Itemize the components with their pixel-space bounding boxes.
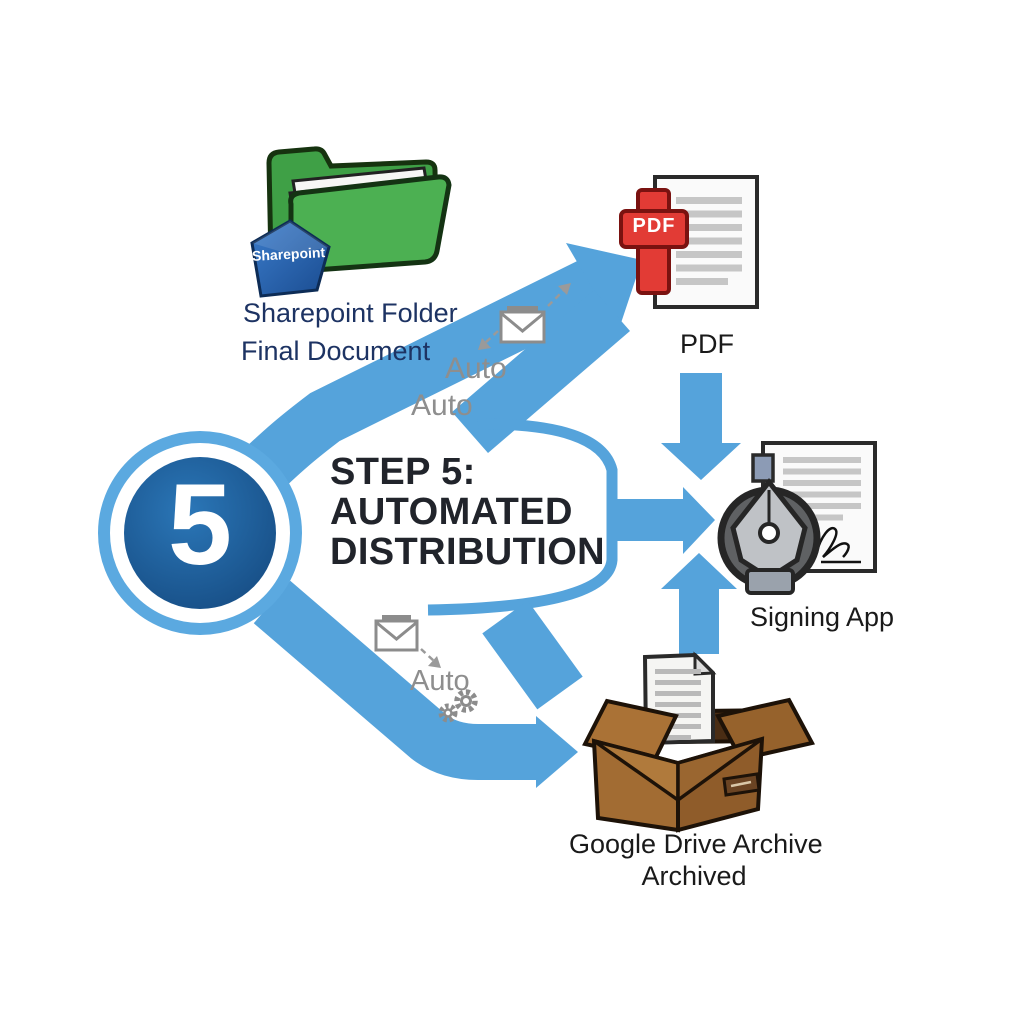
step-circle	[98, 431, 302, 635]
signature-icon	[814, 526, 861, 564]
arrow-bubble-to-signing	[613, 487, 715, 554]
email-icon-bottom	[374, 615, 419, 652]
step-title-line3: DISTRIBUTION	[330, 531, 606, 573]
email-icon-top	[499, 306, 546, 344]
sharepoint-label-line2: Final Document	[241, 336, 431, 366]
signing-app-icon	[717, 441, 877, 595]
dashed-arrow-up-right	[547, 283, 571, 307]
arrow-archive-to-signing	[661, 553, 737, 654]
bubble-outline	[427, 418, 618, 616]
pdf-label: PDF	[680, 329, 734, 359]
pen-cap-tab	[751, 453, 775, 483]
step-title-line2: AUTOMATED	[330, 491, 573, 533]
archive-label-line2: Archived	[641, 861, 747, 891]
auto-annotation-middle: Auto	[411, 389, 473, 422]
signing-app-label: Signing App	[749, 602, 895, 632]
pdf-doc-lines	[676, 197, 742, 285]
dashed-arrow-down-right	[420, 648, 441, 668]
archive-label-line1: Google Drive Archive	[569, 829, 823, 859]
sharepoint-folder-icon	[250, 146, 452, 298]
pdf-file-icon	[619, 175, 759, 309]
step-title-line1: STEP 5:	[330, 451, 476, 493]
arrow-band-bubble-to-archive	[482, 600, 583, 710]
step-number: 5	[168, 461, 232, 589]
arrow-band-bubble-to-pdf	[452, 290, 630, 453]
sharepoint-badge-icon	[250, 219, 331, 298]
archive-box-icon	[582, 651, 816, 833]
arrow-to-archive	[253, 580, 578, 788]
gear-icon	[438, 689, 478, 723]
pen-nib-icon	[717, 477, 821, 595]
sharepoint-label-line1: Sharepoint Folder	[243, 298, 458, 328]
pdf-badge-label: PDF	[632, 215, 676, 237]
auto-annotation-bottom: Auto	[410, 665, 470, 697]
auto-annotation-top: Auto	[445, 352, 507, 385]
arrow-pdf-to-signing	[661, 373, 741, 480]
pdf-badge-icon	[619, 188, 689, 295]
dashed-arrow-down-left	[478, 330, 499, 350]
